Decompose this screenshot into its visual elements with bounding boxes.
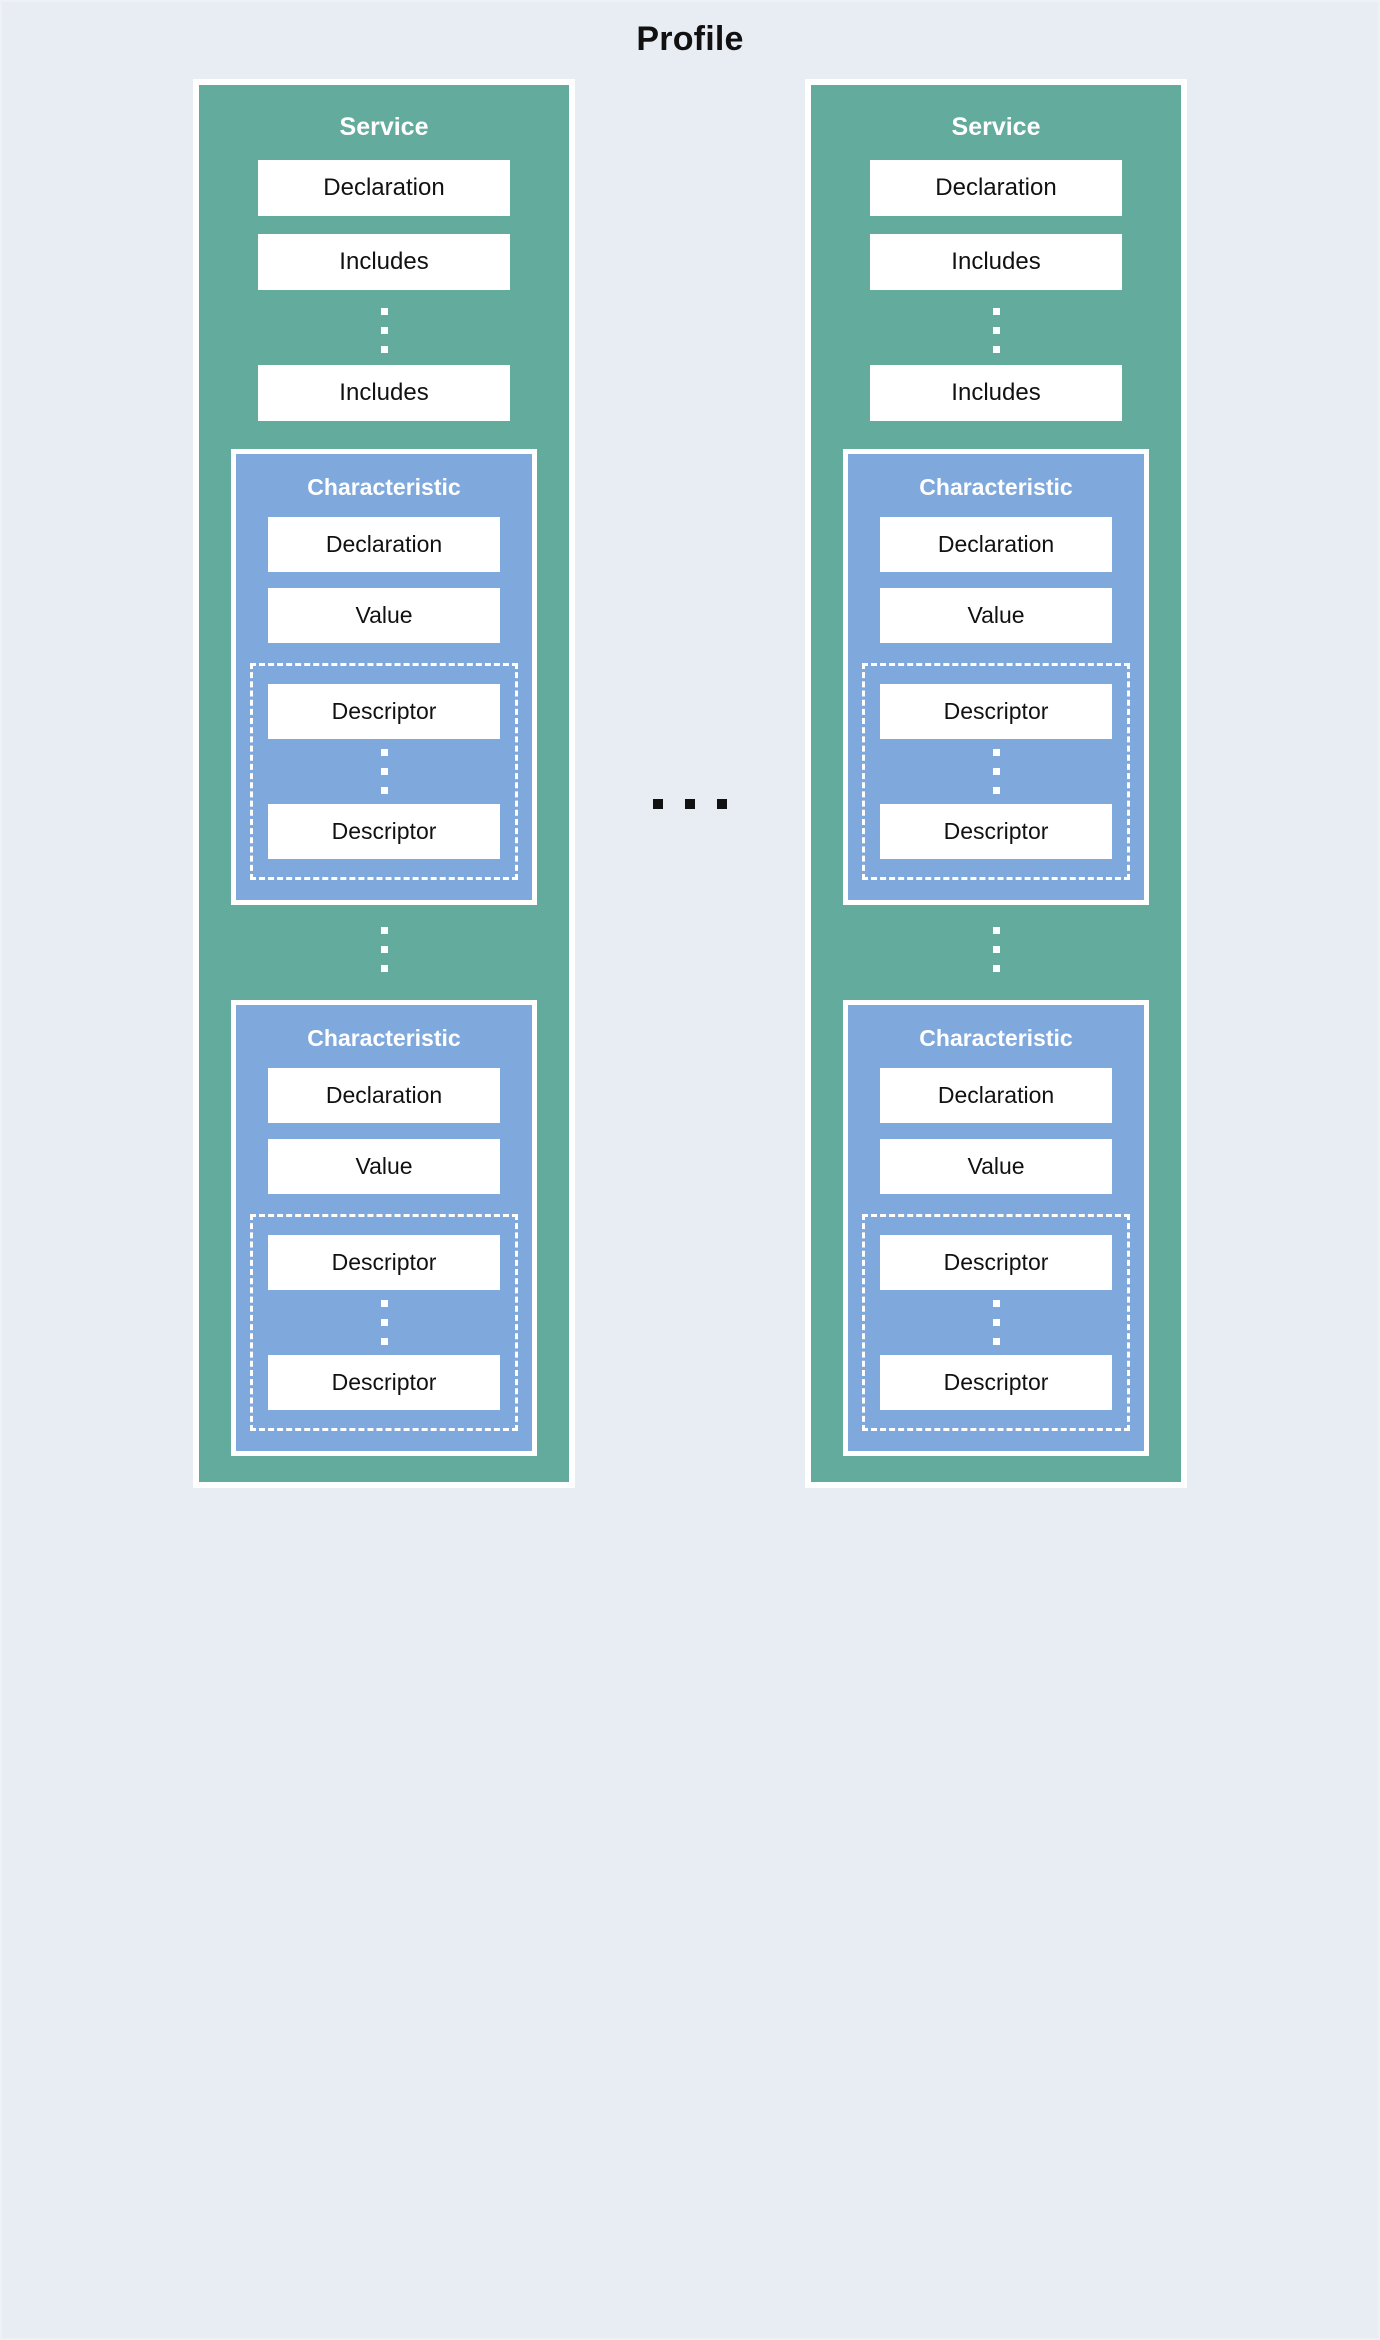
dot-icon — [992, 927, 1000, 934]
characteristic-box: Characteristic Declaration Value Descrip… — [843, 1000, 1149, 1456]
dot-icon — [380, 768, 388, 775]
characteristic-title: Characteristic — [307, 1025, 461, 1051]
service-includes-ellipsis-icon — [811, 308, 1181, 353]
dot-icon — [380, 787, 388, 794]
characteristic-value-field: Value — [880, 588, 1112, 643]
characteristic-title: Characteristic — [919, 474, 1073, 500]
dot-icon — [380, 308, 388, 315]
service-declaration-field: Declaration — [258, 160, 510, 216]
dot-icon — [380, 927, 388, 934]
dot-icon — [380, 1300, 388, 1307]
descriptor-ellipsis-icon — [253, 1300, 515, 1345]
characteristic-declaration-field: Declaration — [268, 1068, 500, 1123]
descriptor-last-field: Descriptor — [880, 1355, 1112, 1410]
characteristic-ellipsis-icon — [811, 927, 1181, 972]
columns-ellipsis-icon — [653, 798, 727, 809]
characteristic-declaration-field: Declaration — [880, 517, 1112, 572]
dot-icon — [992, 946, 1000, 953]
service-declaration-field: Declaration — [870, 160, 1122, 216]
page-title: Profile — [636, 20, 744, 58]
characteristic-box: Characteristic Declaration Value Descrip… — [231, 1000, 537, 1456]
service-box: Service Declaration Includes Includes Ch… — [805, 79, 1187, 1488]
dot-icon — [380, 965, 388, 972]
characteristic-title: Characteristic — [307, 474, 461, 500]
service-title: Service — [339, 113, 429, 141]
characteristic-ellipsis-icon — [199, 927, 569, 972]
characteristic-declaration-field: Declaration — [880, 1068, 1112, 1123]
descriptor-ellipsis-icon — [253, 749, 515, 794]
dot-icon — [653, 798, 663, 809]
service-includes-last-field: Includes — [870, 365, 1122, 421]
service-title: Service — [951, 113, 1041, 141]
dot-icon — [380, 1319, 388, 1326]
dot-icon — [380, 749, 388, 756]
descriptor-first-field: Descriptor — [880, 684, 1112, 739]
dot-icon — [380, 327, 388, 334]
dot-icon — [717, 798, 727, 809]
descriptor-last-field: Descriptor — [880, 804, 1112, 859]
dot-icon — [992, 1300, 1000, 1307]
characteristic-value-field: Value — [268, 1139, 500, 1194]
dot-icon — [992, 1338, 1000, 1345]
descriptor-group: Descriptor Descriptor — [250, 1214, 518, 1431]
dot-icon — [992, 965, 1000, 972]
characteristic-value-field: Value — [268, 588, 500, 643]
dot-icon — [380, 346, 388, 353]
characteristic-box: Characteristic Declaration Value Descrip… — [231, 449, 537, 905]
service-includes-last-field: Includes — [258, 365, 510, 421]
dot-icon — [992, 787, 1000, 794]
service-includes-field: Includes — [870, 234, 1122, 290]
descriptor-group: Descriptor Descriptor — [250, 663, 518, 880]
dot-icon — [992, 327, 1000, 334]
service-box: Service Declaration Includes Includes Ch… — [193, 79, 575, 1488]
descriptor-last-field: Descriptor — [268, 1355, 500, 1410]
dot-icon — [992, 1319, 1000, 1326]
characteristic-box: Characteristic Declaration Value Descrip… — [843, 449, 1149, 905]
descriptor-group: Descriptor Descriptor — [862, 663, 1130, 880]
descriptor-last-field: Descriptor — [268, 804, 500, 859]
dot-icon — [992, 346, 1000, 353]
service-columns: Service Declaration Includes Includes Ch… — [2, 59, 1378, 1488]
dot-icon — [685, 798, 695, 809]
descriptor-ellipsis-icon — [865, 749, 1127, 794]
descriptor-first-field: Descriptor — [880, 1235, 1112, 1290]
descriptor-first-field: Descriptor — [268, 684, 500, 739]
descriptor-first-field: Descriptor — [268, 1235, 500, 1290]
characteristic-declaration-field: Declaration — [268, 517, 500, 572]
dot-icon — [992, 768, 1000, 775]
dot-icon — [380, 946, 388, 953]
service-includes-field: Includes — [258, 234, 510, 290]
dot-icon — [992, 308, 1000, 315]
descriptor-ellipsis-icon — [865, 1300, 1127, 1345]
dot-icon — [380, 1338, 388, 1345]
descriptor-group: Descriptor Descriptor — [862, 1214, 1130, 1431]
characteristic-title: Characteristic — [919, 1025, 1073, 1051]
characteristic-value-field: Value — [880, 1139, 1112, 1194]
dot-icon — [992, 749, 1000, 756]
service-includes-ellipsis-icon — [199, 308, 569, 353]
